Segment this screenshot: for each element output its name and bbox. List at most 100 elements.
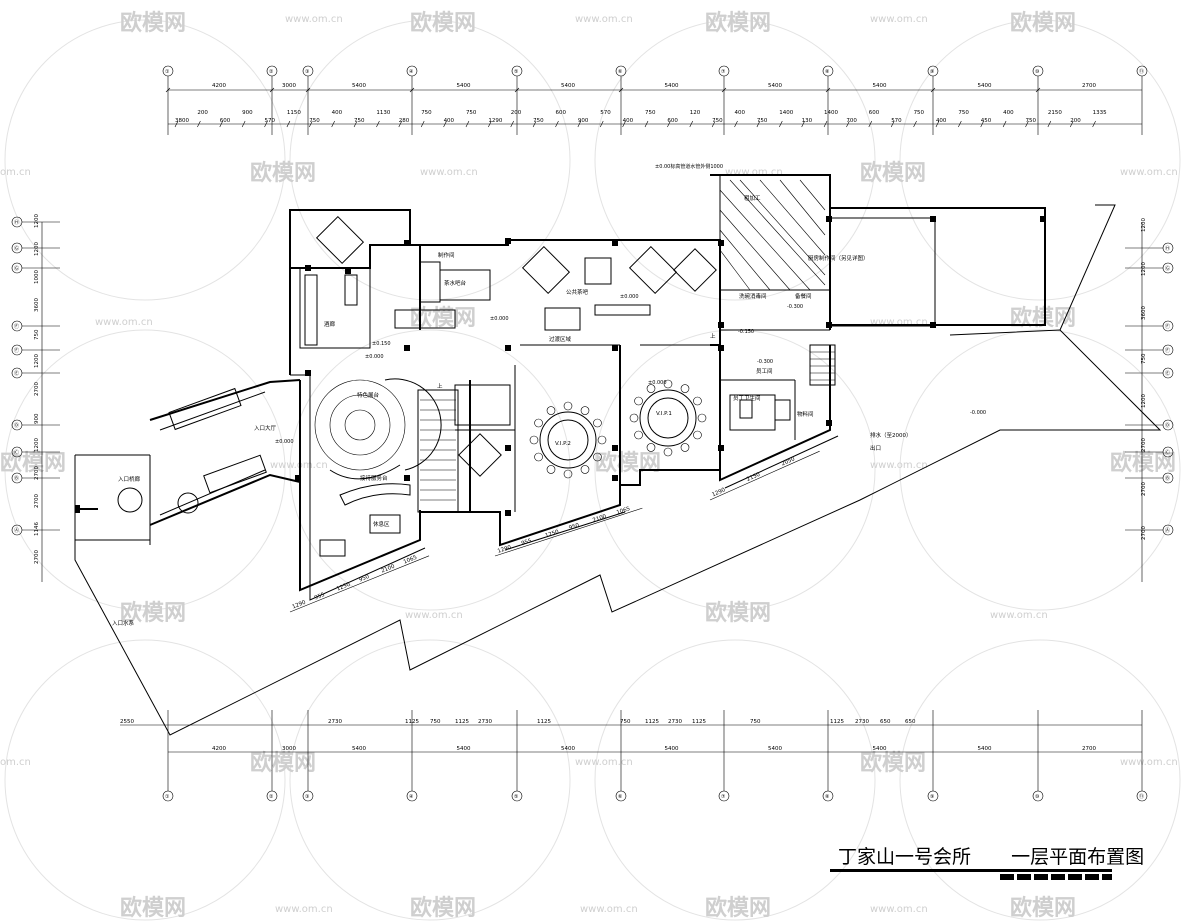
dim-value: 1335 bbox=[1093, 110, 1107, 116]
watermark-brand: 欧模网 bbox=[250, 160, 316, 186]
room-label-rest-area: 休息区 bbox=[373, 520, 390, 528]
title-underline bbox=[830, 869, 1112, 872]
dim-value: 5400 bbox=[873, 746, 887, 752]
axis-label: Ⓕ bbox=[1165, 323, 1170, 330]
dim-value: 900 bbox=[34, 413, 40, 424]
dim-value: 200 bbox=[1070, 118, 1081, 124]
watermark-brand: 欧模网 bbox=[595, 450, 661, 476]
dim-value: 1200 bbox=[1141, 218, 1147, 232]
dim-value: 750 bbox=[1025, 118, 1036, 124]
axis-label: Ⓕ bbox=[1165, 347, 1170, 354]
dim-value: 2700 bbox=[34, 382, 40, 396]
dim-value: 2730 bbox=[328, 719, 342, 725]
level-marker: ±0.000 bbox=[275, 439, 294, 445]
dim-value: 750 bbox=[712, 118, 723, 124]
watermark-url: www.om.cn bbox=[285, 14, 343, 25]
chair bbox=[634, 396, 643, 406]
watermark-url: www.om.cn bbox=[95, 317, 153, 328]
axis-label: ⑧ bbox=[825, 69, 830, 75]
dimension-lines bbox=[41, 89, 1143, 753]
chair bbox=[663, 379, 673, 389]
dim-value: 1200 bbox=[1141, 262, 1147, 276]
room-label-vip2: V.I.P.2 bbox=[555, 441, 571, 447]
dim-value: 600 bbox=[220, 118, 231, 124]
axis-label: ④ bbox=[409, 794, 414, 800]
axis-label: Ⓖ bbox=[1165, 265, 1170, 272]
watermark-url: www.om.cn bbox=[575, 757, 633, 768]
level-marker: ±0.150 bbox=[372, 341, 391, 347]
watermark-brand: 欧模网 bbox=[860, 750, 926, 776]
watermark-url: www.om.cn bbox=[1120, 757, 1178, 768]
dim-value: 1125 bbox=[537, 719, 551, 725]
room-label-public-tea-bar: 公共茶吧 bbox=[566, 288, 589, 296]
dim-value: 1290 bbox=[711, 487, 727, 498]
axis-label: ⑥ bbox=[618, 69, 623, 75]
dim-value: 2700 bbox=[34, 550, 40, 564]
watermark-brand: 欧模网 bbox=[0, 450, 66, 476]
dim-value: 5400 bbox=[665, 83, 679, 89]
dim-value: 2700 bbox=[1082, 83, 1096, 89]
dim-value: 2700 bbox=[34, 494, 40, 508]
dim-value: 5400 bbox=[352, 746, 366, 752]
axis-label: ③ bbox=[305, 69, 309, 75]
axis-label: ⑪ bbox=[1139, 793, 1144, 800]
dim-value: 120 bbox=[690, 110, 701, 116]
chair bbox=[646, 443, 656, 452]
dim-value: 5400 bbox=[768, 746, 782, 752]
dim-value: 1000 bbox=[34, 270, 40, 284]
axis-label: ⑥ bbox=[618, 794, 623, 800]
axis-label: ⑧ bbox=[825, 794, 830, 800]
room-label-entrance-water: 入口水系 bbox=[112, 619, 135, 627]
axis-label: Ⓔ bbox=[14, 370, 19, 377]
dim-value: 5400 bbox=[561, 83, 575, 89]
dim-value: 4200 bbox=[212, 746, 226, 752]
dim-value: 950 bbox=[358, 574, 370, 584]
chair bbox=[546, 406, 556, 415]
chair bbox=[563, 401, 573, 411]
watermark-layer: 欧模网 欧模网 欧模网 欧模网 www.om.cn www.om.cn www.… bbox=[0, 10, 1181, 921]
watermark-brand: 欧模网 bbox=[1110, 450, 1176, 476]
dim-value: 3600 bbox=[1141, 306, 1147, 320]
room-label-entrance-hall: 入口大厅 bbox=[254, 424, 277, 432]
chair bbox=[634, 430, 643, 440]
watermark-brand: 欧模网 bbox=[410, 10, 476, 36]
room-label-reception-desk: 接待服务台 bbox=[360, 474, 388, 482]
level-marker: -0.300 bbox=[757, 359, 773, 365]
axis-label: Ⓐ bbox=[1165, 527, 1170, 534]
watermark-brand: 欧模网 bbox=[1010, 895, 1076, 921]
dim-value: 400 bbox=[444, 118, 455, 124]
watermark-url: www.om.cn bbox=[420, 167, 478, 178]
stair-up-label: 上 bbox=[437, 382, 443, 390]
axis-label: Ⓐ bbox=[14, 527, 19, 534]
dim-value: 5400 bbox=[873, 83, 887, 89]
drawing-title-project: 丁家山一号会所 bbox=[838, 846, 972, 868]
axis-label: ⑦ bbox=[721, 794, 726, 800]
dim-value: 2700 bbox=[1141, 438, 1147, 452]
dim-value: 5400 bbox=[457, 83, 471, 89]
dim-value: 1250 bbox=[336, 582, 352, 593]
dim-value: 2700 bbox=[1141, 482, 1147, 496]
chair bbox=[680, 384, 690, 393]
dim-value: 1125 bbox=[692, 719, 706, 725]
watermark-brand: 欧模网 bbox=[705, 600, 771, 626]
dim-value: 5400 bbox=[457, 746, 471, 752]
watermark-url: www.om.cn bbox=[270, 460, 328, 471]
chair bbox=[580, 406, 590, 415]
dim-value: 4200 bbox=[212, 83, 226, 89]
dim-value: 5400 bbox=[978, 746, 992, 752]
dim-value: 3800 bbox=[175, 118, 189, 124]
watermark-url: www.om.cn bbox=[575, 14, 633, 25]
dim-value: 1400 bbox=[824, 110, 838, 116]
dim-value: 280 bbox=[399, 118, 410, 124]
axis-label: ⑨ bbox=[930, 794, 934, 800]
room-label-drainage: 排水（至2000） bbox=[870, 431, 912, 439]
dim-value: 1200 bbox=[34, 242, 40, 256]
axis-label: Ⓗ bbox=[14, 219, 19, 226]
room-label-pantry: 备餐间 bbox=[795, 292, 812, 300]
